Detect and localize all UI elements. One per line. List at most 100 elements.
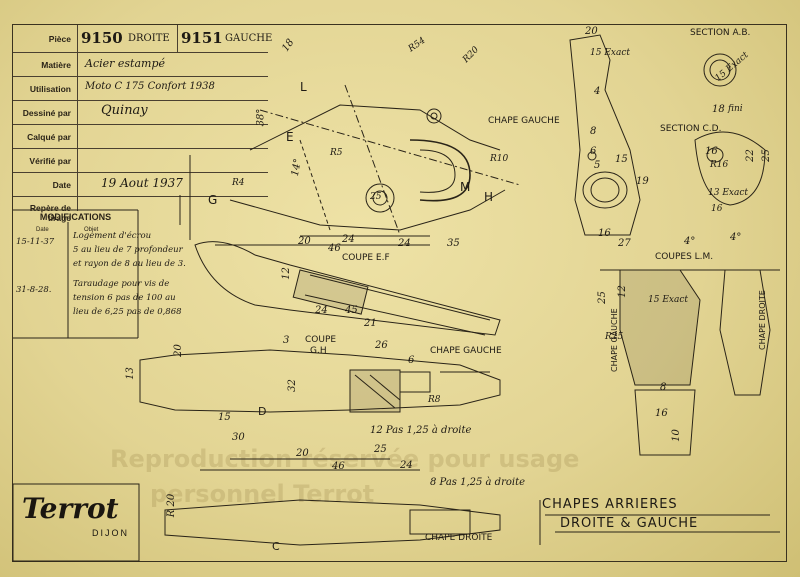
dim-20-top: 20	[298, 236, 311, 247]
dim-4deg-a: 4°	[684, 236, 696, 247]
mod-2-line-1: Taraudage pour vis de	[73, 279, 170, 289]
value-date: 19 Aout 1937	[101, 176, 183, 190]
dim-25-lm: 25	[596, 291, 608, 304]
dim-25: 25	[370, 192, 382, 202]
dim-r4: R4	[232, 178, 245, 188]
label-chape-gauche-top: CHAPE GAUCHE	[488, 116, 560, 126]
modifications-date-header: Date	[36, 227, 49, 233]
piece-divider	[177, 25, 178, 52]
label-verifie: Vérifié par	[29, 156, 71, 166]
row-utilisation: Utilisation Moto C 175 Confort 1938	[13, 76, 268, 101]
dim-fini: fini	[728, 104, 743, 114]
mod-1-line-3: et rayon de 8 au lieu de 3.	[73, 259, 186, 269]
dim-46-bot: 46	[332, 461, 345, 472]
row-calque: Calqué par	[13, 124, 268, 149]
mod-1-line-2: 5 au lieu de 7 profondeur	[73, 245, 183, 255]
terrot-logo: Terrot	[22, 492, 119, 525]
drawing-title-line-1: CHAPES ARRIERES	[542, 497, 678, 512]
dim-3: 3	[283, 335, 290, 346]
dim-8: 8	[590, 126, 597, 137]
label-matiere: Matière	[41, 60, 71, 70]
dim-15-exact: 15 Exact	[590, 48, 630, 58]
label-chape-gauche-mid: CHAPE GAUCHE	[430, 346, 502, 356]
dim-21: 21	[364, 318, 377, 329]
mod-1-date: 15-11-37	[16, 237, 55, 247]
drawing-frame	[12, 24, 787, 562]
dim-5: 5	[594, 160, 601, 171]
dim-16-cd: 16	[705, 146, 718, 157]
dim-38deg: 38°	[255, 108, 267, 127]
label-section-cd: SECTION C.D.	[660, 124, 722, 134]
dim-r10: R10	[490, 154, 509, 164]
dim-r25: R25	[605, 332, 624, 342]
label-coupes-lm: COUPES L.M.	[655, 252, 714, 262]
value-utilisation: Moto C 175 Confort 1938	[85, 81, 215, 92]
label-utilisation: Utilisation	[29, 84, 71, 94]
dim-4deg-b: 4°	[730, 232, 742, 243]
dim-24-top: 24	[342, 234, 355, 245]
label-chape-droite-bottom: CHAPE DROITE	[425, 533, 493, 543]
letter-e: E	[286, 130, 294, 144]
letter-h: H	[484, 190, 494, 204]
label-coupe-gh-2: G.H	[310, 346, 327, 356]
letter-m: M	[460, 180, 471, 194]
modifications-object-header: Objet	[84, 227, 99, 233]
dim-46: 46	[328, 243, 341, 254]
watermark-line-2: personnel Terrot	[150, 480, 375, 508]
dim-25-bot: 25	[374, 444, 387, 455]
mod-2-line-3: lieu de 6,25 pas de 0,868	[73, 307, 182, 317]
dim-25-cd: 25	[760, 149, 772, 162]
value-matiere: Acier estampé	[85, 57, 166, 70]
row-date: Date 19 Aout 1937	[13, 172, 268, 197]
drawing-title-line-2: DROITE & GAUCHE	[560, 516, 699, 531]
dim-45: 45	[345, 305, 358, 316]
dim-20: 20	[585, 26, 598, 37]
logo-city: DIJON	[92, 528, 129, 538]
row-dessine: Dessiné par Quinay	[13, 100, 268, 125]
piece-number-left: 9151	[181, 29, 223, 47]
row-repere: Repère de tirage	[13, 196, 268, 226]
piece-side-left: GAUCHE	[225, 33, 273, 44]
dim-19: 19	[636, 176, 649, 187]
letter-g: G	[208, 193, 218, 207]
piece-number-right: 9150	[81, 29, 123, 47]
row-piece: Pièce 9150 DROITE 9151 GAUCHE	[13, 25, 272, 53]
label-piece: Pièce	[48, 34, 71, 44]
label-calque: Calqué par	[27, 132, 71, 142]
dim-10: 10	[670, 429, 682, 442]
label-coupe-gh-1: COUPE	[305, 335, 337, 345]
dim-16: 16	[598, 228, 611, 239]
dim-24-mid: 24	[398, 238, 411, 249]
dim-22: 22	[744, 149, 756, 162]
dim-r20-bot: R 20	[166, 493, 178, 518]
dim-35: 35	[447, 238, 460, 249]
dim-6: 6	[590, 146, 597, 157]
dim-15-exact-lm: 15 Exact	[648, 295, 688, 305]
dim-r16: R16	[710, 160, 729, 170]
label-date: Date	[52, 180, 71, 190]
row-verifie: Vérifié par	[13, 148, 268, 173]
dim-32: 32	[286, 379, 298, 392]
label-coupe-ef: COUPE E.F	[342, 253, 390, 263]
mod-2-date: 31-8-28.	[16, 285, 52, 295]
dim-4: 4	[594, 86, 601, 97]
letter-d: D	[258, 405, 267, 418]
dim-13: 13	[124, 367, 136, 380]
label-repere: Repère de tirage	[29, 203, 71, 223]
label-section-ab: SECTION A.B.	[690, 28, 751, 38]
title-block-divider	[77, 25, 78, 211]
dim-24-ef: 24	[315, 305, 328, 316]
dim-15-gh: 15	[218, 412, 231, 423]
mod-2-line-2: tension 6 pas de 100 au	[73, 293, 176, 303]
mod-1-line-1: Logement d'écrou	[73, 231, 152, 241]
dim-15: 15	[615, 154, 628, 165]
dim-30: 30	[232, 432, 245, 443]
dim-r5: R5	[330, 148, 343, 158]
dim-12: 12	[280, 267, 292, 280]
dim-20-bot: 20	[296, 448, 309, 459]
modifications-title: MODIFICATIONS	[39, 212, 112, 222]
dim-18-fini: 18	[712, 104, 725, 115]
letter-l: L	[300, 80, 307, 94]
dim-26: 26	[375, 340, 388, 351]
